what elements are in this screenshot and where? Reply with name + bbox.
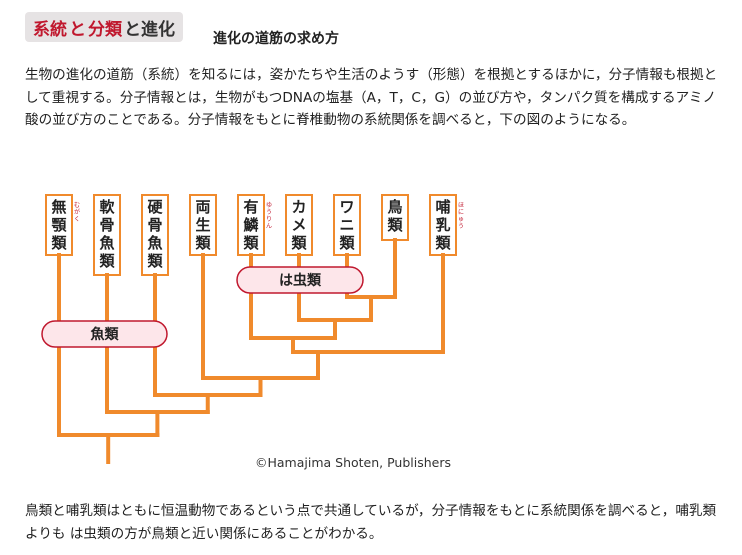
- taxon-label-char: 類: [434, 234, 451, 252]
- conclusion-paragraph: 鳥類と哺乳類はともに恒温動物であるという点で共通しているが，分子情報をもとに系統…: [25, 503, 717, 542]
- taxon-box: [189, 194, 217, 256]
- taxon-ruby-char: く: [74, 216, 80, 223]
- badge-part2: 分類: [88, 19, 122, 40]
- taxon-label-char: 魚: [147, 234, 162, 252]
- taxon-ruby-char: う: [266, 209, 272, 216]
- taxon-label-char: 生: [195, 216, 210, 234]
- taxon-label-char: 両: [195, 198, 210, 216]
- taxon-label-char: 哺: [435, 198, 450, 216]
- reptiles-group-pill: [236, 266, 364, 294]
- taxon-label-char: 類: [338, 234, 355, 252]
- taxon-label-char: 鳥: [387, 198, 402, 216]
- taxon-ruby-char: ん: [266, 223, 272, 230]
- taxon-ruby-char: ほ: [458, 202, 464, 209]
- taxon-label-char: メ: [291, 216, 306, 234]
- taxon-label-char: 乳: [435, 216, 450, 234]
- section-title: 進化の道筋の求め方: [213, 31, 339, 47]
- taxon-label-char: 類: [242, 234, 259, 252]
- badge-part1: 系統: [33, 19, 67, 40]
- taxon-ruby-char: に: [458, 209, 464, 216]
- taxon-label-char: 有: [243, 198, 258, 216]
- phylogenetic-tree-diagram: 無顎類むがく軟骨魚類硬骨魚類両生類有鱗類ゆうりんカメ類ワニ類鳥類哺乳類ほにゅうは…: [41, 194, 464, 464]
- taxon-label-char: 類: [146, 252, 163, 270]
- taxon-label-char: ニ: [339, 216, 354, 234]
- taxon-ruby-char: う: [458, 223, 464, 230]
- taxon-ruby-char: り: [266, 216, 272, 223]
- taxon-box: [285, 194, 313, 256]
- intro-paragraph: 生物の進化の道筋（系統）を知るには，姿かたちや生活のようす（形態）を根拠とするほ…: [25, 67, 718, 128]
- taxon-label-char: 骨: [147, 216, 162, 234]
- taxon-label-char: 無: [51, 198, 66, 216]
- taxon-label-char: 類: [98, 252, 115, 270]
- taxon-label-char: 魚: [99, 234, 114, 252]
- taxon-label-char: 軟: [99, 198, 115, 216]
- taxon-ruby-char: む: [74, 202, 80, 209]
- copyright-notice: ©Hamajima Shoten, Publishers: [255, 455, 452, 470]
- taxon-label-char: 硬: [147, 198, 163, 216]
- taxon-ruby-char: が: [74, 208, 80, 216]
- badge-sep: と: [69, 19, 86, 40]
- taxon-box: [381, 194, 409, 241]
- reptiles-group-pill-label: は虫類: [279, 272, 322, 289]
- taxon-label-char: 類: [50, 234, 67, 252]
- taxon-ruby-char: ゆ: [266, 202, 272, 209]
- taxon-label-char: 顎: [51, 216, 67, 234]
- header-badge: 系統と分類と進化: [25, 12, 183, 42]
- fish-group-pill-label: 魚類: [91, 326, 120, 343]
- taxon-ruby-char: ゅ: [458, 216, 464, 223]
- taxon-label-char: カ: [291, 198, 306, 216]
- taxon-label-char: 類: [290, 234, 307, 252]
- taxon-label-char: 鱗: [242, 216, 259, 234]
- taxon-label-char: 類: [386, 216, 403, 234]
- taxon-label-char: ワ: [339, 198, 354, 216]
- badge-suffix: と進化: [124, 19, 175, 40]
- taxon-label-char: 骨: [99, 216, 114, 234]
- fish-group-pill: [41, 320, 168, 348]
- taxon-label-char: 類: [194, 234, 211, 252]
